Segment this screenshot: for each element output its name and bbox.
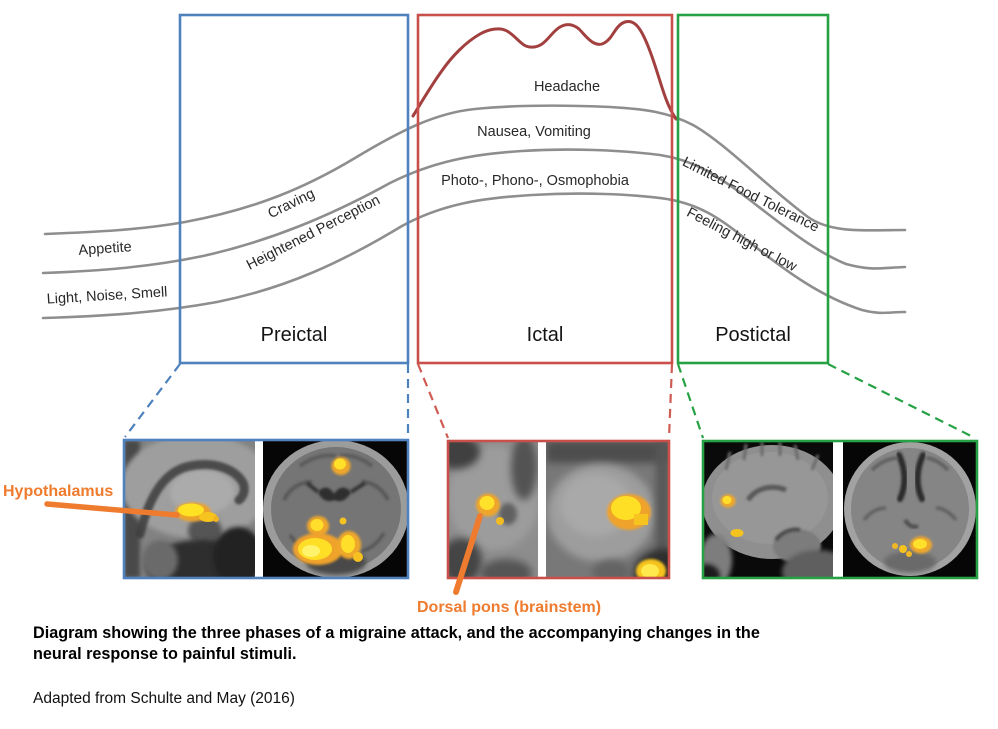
- label-headache: Headache: [534, 79, 600, 95]
- caption-line-1: Diagram showing the three phases of a mi…: [33, 624, 760, 642]
- postictal-brain-scan: [701, 439, 979, 580]
- postictal-label: Postictal: [715, 324, 791, 346]
- activation-frontal-spots: [720, 494, 744, 537]
- caption-line-2: neural response to painful stimuli.: [33, 645, 297, 663]
- label-nausea-vomiting: Nausea, Vomiting: [477, 124, 591, 140]
- postictal-connector-right: [827, 363, 976, 439]
- ictal-brain-scan: [446, 439, 671, 580]
- ictal-scan-frame: [446, 439, 671, 580]
- preictal-sagittal-panel: [124, 440, 255, 578]
- activation-pons-cluster: [607, 494, 666, 578]
- ictal-panel-divider: [538, 441, 546, 578]
- phase-labels: Preictal Ictal Postictal: [261, 324, 791, 346]
- ictal-label: Ictal: [527, 324, 564, 346]
- ictal-connector-left: [416, 363, 450, 439]
- preictal-box: [178, 13, 410, 365]
- ictal-left-panel: [448, 441, 538, 578]
- ictal-box: [416, 13, 674, 365]
- curve-labels: Appetite Light, Noise, Smell Craving Hei…: [46, 79, 821, 308]
- dorsal-pons-arrow: [453, 513, 483, 595]
- activation-hypothalamus: [175, 502, 219, 522]
- ictal-connector-right: [667, 363, 674, 439]
- postictal-scan-frame: [701, 439, 979, 580]
- curve-perception-phobia: [41, 148, 907, 275]
- preictal-axial-panel: [263, 440, 408, 578]
- postictal-axial-panel: [843, 441, 977, 578]
- preictal-panel-divider: [255, 440, 263, 578]
- postictal-sagittal-panel: [703, 441, 833, 578]
- preictal-connector-left: [124, 363, 181, 438]
- ictal-right-panel: [546, 441, 669, 578]
- label-appetite: Appetite: [78, 239, 132, 259]
- postictal-connector-left: [676, 363, 705, 439]
- figure-caption: Diagram showing the three phases of a mi…: [33, 624, 760, 707]
- activation-occipital-spots: [892, 536, 932, 557]
- preictal-brain-scan: [122, 438, 410, 580]
- label-heightened-perception: Heightened Perception: [244, 192, 383, 273]
- curve-appetite-nausea: [43, 104, 907, 236]
- activation-dorsal-pons: [476, 493, 504, 525]
- hypothalamus-label: Hypothalamus: [3, 483, 113, 500]
- preictal-label: Preictal: [261, 324, 328, 346]
- activation-axial-cluster: [293, 457, 363, 565]
- dorsal-pons-label: Dorsal pons (brainstem): [417, 599, 601, 616]
- postictal-panel-divider: [833, 441, 843, 578]
- phase-boxes: [178, 13, 830, 365]
- label-light-noise-smell: Light, Noise, Smell: [46, 284, 168, 307]
- postictal-box: [676, 13, 830, 365]
- headache-curve: [411, 20, 678, 121]
- curve-baseline-lower: [41, 192, 907, 320]
- hypothalamus-arrow: [44, 501, 180, 518]
- label-photo-phono-osmophobia: Photo-, Phono-, Osmophobia: [441, 173, 630, 189]
- symptom-curves: [41, 104, 907, 320]
- annotations: Hypothalamus Dorsal pons (brainstem): [3, 483, 601, 616]
- credit-text: Adapted from Schulte and May (2016): [33, 690, 295, 707]
- zoom-connectors: [124, 363, 976, 439]
